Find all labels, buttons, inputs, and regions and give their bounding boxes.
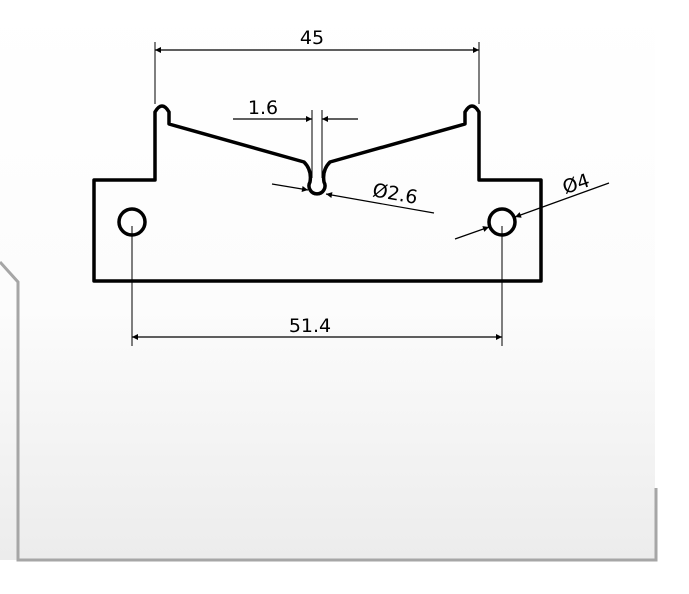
dimension-label-top-width: 45 xyxy=(300,27,324,49)
dimension-hole-spacing: 51.4 xyxy=(131,226,503,346)
part-outline xyxy=(92,104,543,283)
dimension-label-slot-width: 1.6 xyxy=(248,97,278,119)
dimension-top-width: 45 xyxy=(154,27,480,104)
sheet-frame xyxy=(0,260,658,562)
dimension-label-hole-spacing: 51.4 xyxy=(289,315,331,337)
dimension-slot-width: 1.6 xyxy=(233,97,358,178)
